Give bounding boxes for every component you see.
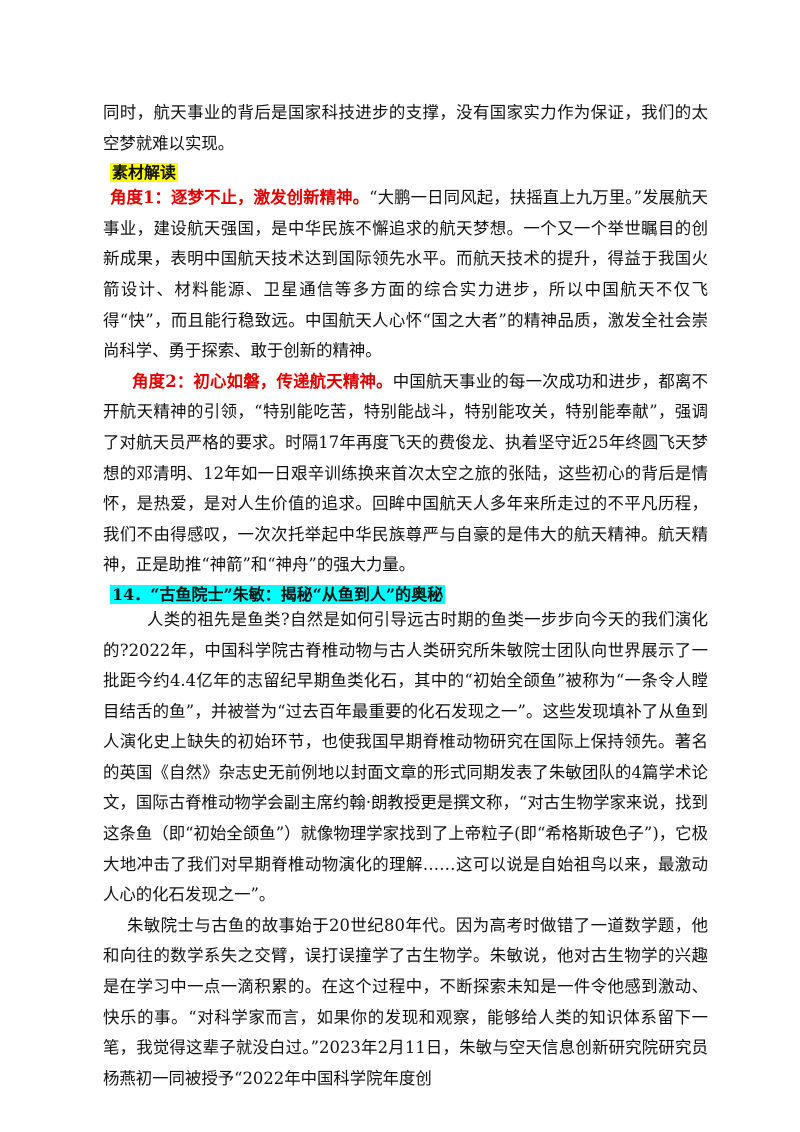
section14-title-row: 14．“古鱼院士”朱敏：揭秘“从鱼到人”的奥秘 (110, 581, 708, 605)
angle1-paragraph: 角度1：逐梦不止，激发创新精神。“大鹏一日同风起，扶摇直上九万里。”发展航天事业… (103, 183, 708, 367)
angle1-body: “大鹏一日同风起，扶摇直上九万里。”发展航天事业，建设航天强国，是中华民族不懈追… (103, 188, 709, 361)
section14-title: 14．“古鱼院士”朱敏：揭秘“从鱼到人”的奥秘 (110, 584, 446, 604)
material-label: 素材解读 (110, 163, 179, 183)
angle2-body: 中国航天事业的每一次成功和进步，都离不开航天精神的引领，“特别能吃苦，特别能战斗… (103, 371, 709, 575)
intro-paragraph: 同时，航天事业的背后是国家科技进步的支撑，没有国家实力作为保证，我们的太空梦就难… (103, 103, 708, 153)
material-label-row: 素材解读 (110, 159, 708, 183)
angle2-heading: 角度2：初心如磐，传递航天精神。 (132, 371, 393, 391)
angle2-paragraph: 角度2：初心如磐，传递航天精神。中国航天事业的每一次成功和进步，都离不开航天精神… (103, 367, 708, 581)
angle1-heading: 角度1：逐梦不止，激发创新精神。 (110, 188, 370, 208)
section14-paragraph-2: 朱敏院士与古鱼的故事始于20世纪80年代。因为高考时做错了一道数学题，他和向往的… (103, 915, 708, 1088)
section14-paragraph-1: 人类的祖先是鱼类?自然是如何引导远古时期的鱼类一步步向今天的我们演化的?2022… (103, 609, 708, 905)
